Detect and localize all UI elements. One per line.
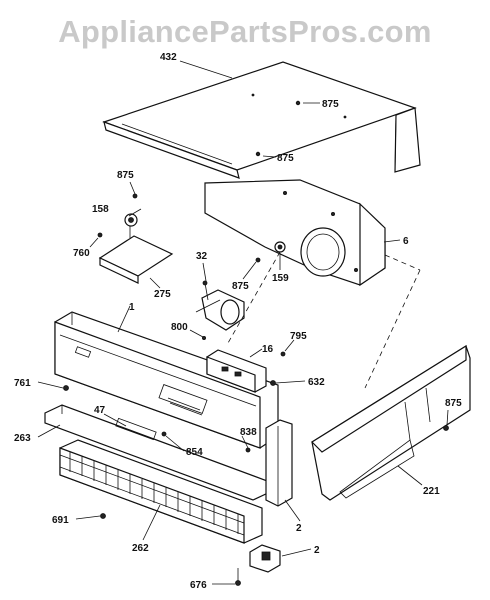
callout-432: 432 xyxy=(160,52,177,63)
callout-158: 158 xyxy=(92,204,109,215)
callout-875-bracket: 875 xyxy=(117,170,134,181)
callout-691: 691 xyxy=(52,515,69,526)
callout-676: 676 xyxy=(190,580,207,591)
callout-795: 795 xyxy=(290,331,307,342)
assembly-guide-lines xyxy=(227,251,421,389)
callout-632: 632 xyxy=(308,377,325,388)
callout-47: 47 xyxy=(94,405,106,416)
callout-159: 159 xyxy=(272,273,289,284)
callout-6: 6 xyxy=(403,236,409,247)
callout-838: 838 xyxy=(240,427,257,438)
callout-761: 761 xyxy=(14,378,31,389)
bracket-part xyxy=(97,193,174,284)
callout-875-motor: 875 xyxy=(232,281,249,292)
callout-854: 854 xyxy=(186,447,203,458)
end-cap-upper-part xyxy=(245,419,293,507)
callout-875-rear-cover: 875 xyxy=(277,153,294,164)
callout-875-side-panel: 875 xyxy=(445,398,462,409)
callout-labels: 432 875 875 875 158 760 275 32 875 159 6… xyxy=(14,52,462,591)
top-cover-part xyxy=(102,61,421,179)
callout-275: 275 xyxy=(154,289,171,300)
end-cap-lower-part xyxy=(235,544,281,586)
callout-32: 32 xyxy=(196,251,208,262)
side-panel-part xyxy=(311,344,471,501)
vent-grille-part xyxy=(59,439,263,544)
watermark: AppliancePartsPros.com xyxy=(58,14,432,49)
control-board-part xyxy=(206,349,286,393)
callout-875-top-cover: 875 xyxy=(322,99,339,110)
callout-1: 1 xyxy=(129,302,135,313)
callout-760: 760 xyxy=(73,248,90,259)
callout-263: 263 xyxy=(14,433,31,444)
rear-panel-part xyxy=(204,179,386,287)
leader-lines xyxy=(37,60,449,585)
callout-16: 16 xyxy=(262,344,274,355)
callout-800: 800 xyxy=(171,322,188,333)
fan-motor-part xyxy=(195,257,261,340)
callout-262: 262 xyxy=(132,543,149,554)
callout-221: 221 xyxy=(423,486,440,497)
callout-2-upper: 2 xyxy=(296,523,302,534)
callout-2-lower: 2 xyxy=(314,545,320,556)
